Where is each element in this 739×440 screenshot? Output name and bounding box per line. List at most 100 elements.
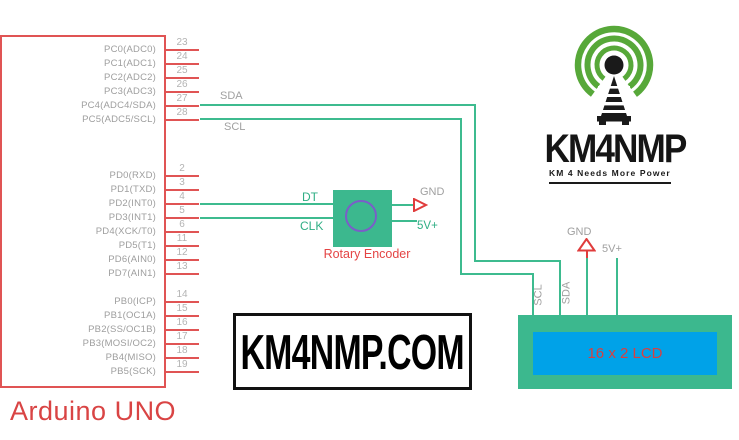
pin-label: PB2(SS/OC1B) bbox=[88, 324, 156, 335]
wire-encoder-gnd bbox=[392, 204, 414, 206]
pin-stub bbox=[166, 245, 199, 248]
clk-label: CLK bbox=[300, 219, 324, 233]
arduino-title: Arduino UNO bbox=[10, 396, 177, 426]
wire-clk bbox=[200, 217, 333, 219]
pin-number: 13 bbox=[176, 261, 188, 273]
pin-label: PB5(SCK) bbox=[110, 366, 156, 377]
pin-number: 15 bbox=[176, 303, 188, 314]
pin-number: 19 bbox=[176, 359, 188, 370]
scl-wire-label: SCL bbox=[224, 121, 246, 133]
pin-number: 11 bbox=[176, 233, 188, 245]
lcd-scl-label: SCL bbox=[532, 284, 545, 306]
wire-lcd-5v bbox=[616, 258, 618, 316]
pin-label: PB4(MISO) bbox=[105, 352, 156, 363]
pin-stub bbox=[166, 217, 199, 220]
pin-label: PC0(ADC0) bbox=[104, 44, 156, 55]
pin-stub bbox=[166, 104, 199, 107]
pin-stub bbox=[166, 203, 199, 206]
gnd-arrow-up-icon bbox=[577, 238, 596, 252]
arduino-chip-body bbox=[0, 35, 166, 388]
logo-callsign: KM4NMP bbox=[544, 126, 688, 171]
website-banner: KM4NMP.COM bbox=[233, 313, 472, 390]
pin-number: 2 bbox=[179, 163, 185, 174]
lcd-sda-label: SDA bbox=[560, 281, 573, 305]
wire-dt bbox=[200, 203, 333, 205]
pin-stub bbox=[166, 329, 199, 331]
pin-label: PB3(MOSI/OC2) bbox=[82, 338, 156, 349]
wire-encoder-5v bbox=[392, 220, 417, 222]
lcd-gnd-label: GND bbox=[567, 226, 592, 238]
pin-label: PD3(INT1) bbox=[108, 212, 156, 224]
pin-label: PD1(TXD) bbox=[110, 184, 156, 196]
pin-number: 24 bbox=[176, 50, 188, 62]
lcd-5v-label: 5V+ bbox=[602, 243, 622, 255]
wire-scl-h1 bbox=[200, 118, 462, 120]
pin-number: 26 bbox=[176, 78, 188, 90]
pin-label: PC4(ADC4/SDA) bbox=[81, 99, 156, 111]
pin-stub bbox=[166, 273, 199, 276]
gnd-arrow-right-icon bbox=[413, 198, 428, 212]
pin-label: PC1(ADC1) bbox=[104, 57, 156, 69]
pin-label: PD7(AIN1) bbox=[108, 268, 156, 280]
sda-wire-label: SDA bbox=[220, 90, 243, 102]
lcd-module: 16 x 2 LCD bbox=[518, 315, 732, 389]
pin-number: 18 bbox=[176, 345, 188, 356]
pin-number: 17 bbox=[176, 331, 188, 342]
pin-number: 3 bbox=[179, 177, 185, 189]
pin-number: 6 bbox=[179, 219, 185, 231]
pin-stub bbox=[166, 175, 199, 177]
wire-sda-v1 bbox=[474, 104, 476, 262]
pin-stub bbox=[166, 371, 199, 373]
pin-label: PB0(ICP) bbox=[114, 296, 156, 307]
pin-stub bbox=[166, 301, 199, 303]
pin-label: PD4(XCK/T0) bbox=[95, 226, 156, 238]
rotary-encoder bbox=[333, 190, 392, 247]
pin-stub bbox=[166, 357, 199, 359]
pin-number: 5 bbox=[179, 205, 185, 217]
pin-stub bbox=[166, 49, 199, 51]
encoder-5v-label: 5V+ bbox=[417, 220, 438, 232]
wire-scl-h2 bbox=[460, 273, 534, 275]
pin-stub bbox=[166, 231, 199, 234]
antenna-logo-icon bbox=[574, 25, 654, 125]
lcd-label: 16 x 2 LCD bbox=[587, 345, 663, 362]
pin-number: 23 bbox=[176, 37, 188, 48]
pin-number: 4 bbox=[179, 191, 185, 203]
pin-stub bbox=[166, 118, 199, 121]
pin-number: 12 bbox=[176, 247, 188, 259]
lcd-screen: 16 x 2 LCD bbox=[533, 332, 717, 375]
pin-label: PD5(T1) bbox=[118, 240, 156, 252]
pin-number: 16 bbox=[176, 317, 188, 328]
wire-lcd-gnd bbox=[586, 258, 588, 316]
logo-tagline: KM 4 Needs More Power bbox=[549, 168, 671, 184]
dt-label: DT bbox=[302, 190, 318, 204]
pin-number: 27 bbox=[176, 92, 188, 104]
pin-number: 28 bbox=[176, 106, 188, 118]
wire-scl-v1 bbox=[460, 118, 462, 275]
pin-number: 25 bbox=[176, 64, 188, 76]
pin-stub bbox=[166, 343, 199, 345]
rotary-encoder-label: Rotary Encoder bbox=[323, 247, 411, 261]
pin-stub bbox=[166, 90, 199, 93]
pin-label: PD2(INT0) bbox=[108, 198, 156, 210]
wire-sda-h2 bbox=[474, 260, 561, 262]
pin-stub bbox=[166, 315, 199, 317]
pin-number: 14 bbox=[176, 289, 188, 300]
pin-label: PD6(AIN0) bbox=[108, 254, 156, 266]
pin-label: PC3(ADC3) bbox=[104, 85, 156, 97]
wire-lcd-gnd-stem bbox=[586, 251, 588, 259]
website-banner-text: KM4NMP.COM bbox=[240, 323, 465, 380]
pin-label: PD0(RXD) bbox=[109, 170, 156, 181]
pin-stub bbox=[166, 76, 199, 79]
encoder-gnd-label: GND bbox=[420, 186, 445, 198]
wire-sda-h1 bbox=[200, 104, 476, 106]
pin-stub bbox=[166, 62, 199, 65]
pin-label: PB1(OC1A) bbox=[104, 310, 156, 321]
encoder-knob-icon bbox=[345, 200, 377, 232]
pin-label: PC5(ADC5/SCL) bbox=[82, 113, 156, 125]
pin-stub bbox=[166, 259, 199, 262]
wire-scl-v2 bbox=[532, 273, 534, 316]
pin-stub bbox=[166, 189, 199, 192]
pin-label: PC2(ADC2) bbox=[104, 71, 156, 83]
